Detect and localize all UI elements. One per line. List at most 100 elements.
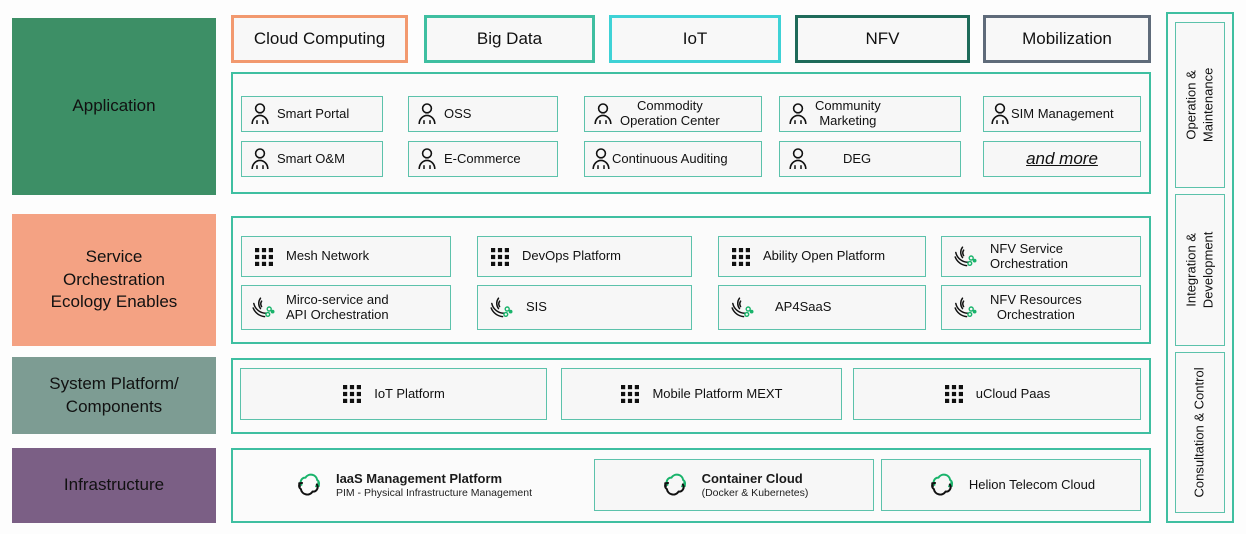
tile-title: Helion Telecom Cloud [968,476,1096,492]
person-icon [789,103,807,125]
tile-label-line1: NFV Resources [990,291,1082,307]
grid-dots-icon [944,385,963,403]
grid-dots-icon [491,247,509,266]
system-tile-iot-platform[interactable]: IoT Platform [240,368,547,420]
tile-label: IoT Platform [374,385,445,401]
orchestration-icon [954,296,977,317]
side-panel-label: Operation & Maintenance [1183,68,1217,142]
layer-label-line2: Orchestration [62,269,166,289]
app-tile-smart-portal[interactable]: Smart Portal [241,96,383,132]
tile-label: Mobile Platform MEXT [652,385,783,401]
tab-mobilization[interactable]: Mobilization [983,15,1151,63]
layer-label-text: Infrastructure [63,475,165,495]
layer-label-system-platform: System Platform/ Components [12,357,216,434]
service-tile-devops-platform[interactable]: DevOps Platform [477,236,692,277]
app-tile-deg[interactable]: DEG [779,141,961,177]
tab-label: IoT [682,29,708,48]
layer-label-line3: Ecology Enables [50,292,178,312]
person-icon [789,148,807,170]
tile-label: Smart O&M [277,150,345,166]
side-panel-label-line2: Maintenance [1200,67,1216,143]
tile-subtitle: (Docker & Kubernetes) [701,486,809,499]
layer-label-application: Application [12,18,216,195]
tile-label: Mesh Network [286,248,370,264]
tile-label: Continuous Auditing [612,150,728,166]
app-tile-continuous-auditing[interactable]: Continuous Auditing [584,141,762,177]
tab-nfv[interactable]: NFV [795,15,970,63]
tile-label: E-Commerce [444,150,521,166]
tile-label: Smart Portal [277,105,350,121]
tab-cloud-computing[interactable]: Cloud Computing [231,15,408,63]
app-tile-commodity-operation-center[interactable]: Commodity Operation Center [584,96,762,132]
service-tile-ability-open-platform[interactable]: Ability Open Platform [718,236,926,277]
tile-label: DEG [843,150,872,166]
service-tile-mesh-network[interactable]: Mesh Network [241,236,451,277]
tile-label-line2: Marketing [819,113,877,128]
layer-label-line1: Service [85,246,143,266]
person-icon [251,103,269,125]
side-panel-operation-maintenance[interactable]: Operation & Maintenance [1175,22,1225,188]
service-tile-micro-service-api-orchestration[interactable]: Mirco-service and API Orchestration [241,285,451,330]
cloud-refresh-icon [663,473,686,496]
service-tile-sis[interactable]: SIS [477,285,692,330]
cloud-refresh-icon [930,473,953,496]
orchestration-icon [954,245,977,266]
tile-label: uCloud Paas [975,385,1051,401]
grid-dots-icon [343,385,362,403]
side-panel-consultation-control[interactable]: Consultation & Control [1175,352,1225,513]
layer-label-line1: System Platform/ [49,373,179,393]
service-tile-nfv-service-orchestration[interactable]: NFV Service Orchestration [941,236,1141,277]
tab-label: Big Data [476,29,543,48]
service-tile-nfv-resources-orchestration[interactable]: NFV Resources Orchestration [941,285,1141,330]
app-tile-community-marketing[interactable]: Community Marketing [779,96,961,132]
system-tile-mobile-platform-mext[interactable]: Mobile Platform MEXT [561,368,842,420]
layer-label-text: Application [72,96,156,116]
person-icon [991,103,1009,125]
service-tile-ap4saas[interactable]: AP4SaaS [718,285,926,330]
orchestration-icon [252,296,275,317]
grid-dots-icon [621,385,640,403]
tile-label-line2: Orchestration [996,306,1075,322]
person-icon [592,148,610,170]
tile-label-line2: Operation Center [620,113,720,128]
tile-label: Ability Open Platform [763,248,886,264]
layer-label-service-orchestration: Service Orchestration Ecology Enables [12,214,216,346]
person-icon [251,148,269,170]
tab-big-data[interactable]: Big Data [424,15,595,63]
system-tile-ucloud-paas[interactable]: uCloud Paas [853,368,1141,420]
tile-label-line1: Mirco-service and [286,291,389,307]
tile-label: SIM Management [1011,105,1114,121]
tile-title: Container Cloud [701,470,803,486]
side-panel-label: Integration & Development [1183,232,1217,309]
app-tile-e-commerce[interactable]: E-Commerce [408,141,558,177]
tab-label: Mobilization [1022,29,1112,48]
side-panel-label-line1: Operation & [1183,70,1199,140]
tab-iot[interactable]: IoT [609,15,781,63]
tile-label-line1: NFV Service [990,240,1063,256]
app-tile-smart-om[interactable]: Smart O&M [241,141,383,177]
tile-label: DevOps Platform [522,248,621,264]
layer-label-infrastructure: Infrastructure [12,448,216,523]
infra-tile-helion-telecom-cloud[interactable]: Helion Telecom Cloud [881,459,1141,511]
tile-label: AP4SaaS [775,299,832,315]
side-panel-label-line1: Integration & [1183,233,1199,307]
grid-dots-icon [255,247,273,266]
infra-tile-container-cloud[interactable]: Container Cloud (Docker & Kubernetes) [594,459,874,511]
tile-label-line1: Commodity [636,98,703,114]
app-tile-and-more[interactable]: and more [983,141,1141,177]
infra-tile-iaas-management-platform[interactable]: IaaS Management Platform PIM - Physical … [241,459,585,511]
tile-label-line1: Community [815,98,881,114]
cloud-refresh-icon [298,473,320,496]
tab-label: Cloud Computing [253,29,386,48]
tile-label: SIS [526,299,547,315]
grid-dots-icon [732,247,750,266]
app-tile-sim-management[interactable]: SIM Management [983,96,1141,132]
layer-label-line2: Components [65,396,163,416]
side-panel-integration-development[interactable]: Integration & Development [1175,194,1225,346]
tile-label-line2: API Orchestration [286,306,389,322]
person-icon [418,103,436,125]
app-tile-oss[interactable]: OSS [408,96,558,132]
tile-label-line2: Orchestration [990,255,1069,271]
orchestration-icon [731,296,754,317]
